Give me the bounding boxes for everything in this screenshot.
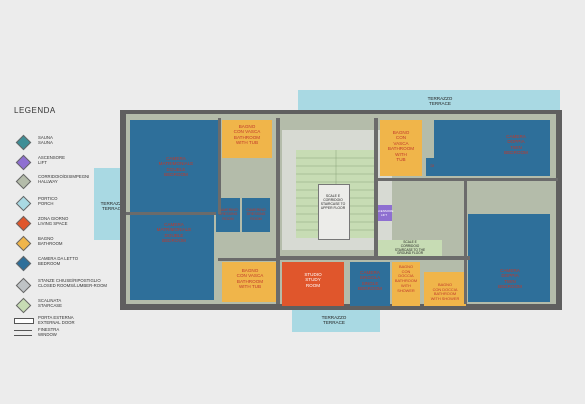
bath-tub-lower-label: BAGNO CON VASCA BATHROOM WITH TUB (236, 268, 264, 290)
study-room (282, 262, 344, 306)
wall-v4 (464, 180, 467, 304)
legend-label-porch: PORTICO PORCH (38, 196, 58, 207)
terrace-top (298, 90, 560, 110)
terrace-bottom-label: TERRAZZO TERRACE (321, 315, 347, 326)
terrace-top-label: TERRAZZO TERRACE (427, 96, 453, 107)
wall-h1 (126, 212, 216, 215)
master-bedroom-upper-label: CAMERA MATRIMONIALE DOUBLE BEDROOM (158, 156, 194, 178)
bath-tub-right-label: BAGNO CON VASCA BATHROOM WITH TUB (387, 130, 415, 163)
wall-v1 (218, 118, 221, 214)
twin-bedroom-upper (434, 120, 550, 176)
legend-label-living: ZONA GIORNO LIVING SPACE (38, 216, 69, 227)
twin-bedroom-lower (468, 214, 550, 302)
wall-v3 (374, 118, 378, 258)
bath-tub-left (222, 120, 272, 158)
bath-tub-lower (222, 262, 278, 302)
legend-label-staircase: SCALINATA STAIRCASE (38, 298, 63, 309)
legend: LEGENDA (14, 106, 114, 127)
terrace-bottom (292, 310, 380, 332)
bath-shower-a-label: BAGNO CON DOCCIA BATHROOM WITH SHOWER (394, 264, 418, 293)
wall-h2 (280, 256, 470, 260)
lift-label: ASCENSORE LIFT (374, 209, 394, 217)
legend-label-sauna: SAUNA SAUNA (38, 135, 53, 146)
stair-note: SCALE E CORRIDOIO STAIRCASE TO UPPER FLO… (320, 194, 346, 210)
lift (376, 205, 392, 221)
bath-shower-b (424, 272, 466, 306)
wall-h4 (218, 258, 278, 261)
twin-bedroom-upper-label: CAMERA DOPPIA TWIN BEDROOM (504, 134, 528, 156)
legend-label-lift: ASCENSORE LIFT (38, 155, 65, 166)
bath-tub-left-label: BAGNO CON VASCA BATHROOM WITH TUB (233, 124, 261, 146)
bath-shower-b-label: BAGNO CON DOCCIA BATHROOM WITH SHOWER (430, 282, 460, 302)
legend-label-closed: STANZE CHIUSE/RIPOSTIGLIO CLOSED ROOMS/L… (38, 278, 107, 289)
legend-label-window: FINESTRA WINDOW (38, 327, 60, 338)
legend-label-door: PORTA ESTERNA EXTERNAL DOOR (38, 315, 75, 326)
master-bedroom-upper (130, 120, 218, 212)
legend-label-bathroom: BAGNO BATHROOM (38, 236, 63, 247)
legend-label-hallway: CORRIDOIO/DISIMPEGNI HALLWAY (38, 174, 90, 185)
dressing-room-mid (242, 198, 270, 232)
dressing-room-left-label: CAMERINO DRESSING ROOM (218, 208, 238, 221)
legend-title: LEGENDA (14, 106, 56, 115)
legend-swatch-door (14, 318, 34, 324)
bath-shower-a (392, 262, 420, 306)
master-bedroom-lower-label: CAMERA MATRIMONIALE DOUBLE BEDROOM (156, 222, 192, 244)
closet-note: SCALE E CORRIDOIO STAIRCASE TO THE GROUN… (394, 240, 426, 256)
terrace-left-label: TERRAZZO TERRACE (100, 201, 126, 212)
wall-h3 (378, 178, 558, 181)
wall-v2 (276, 118, 280, 304)
bath-tub-right (380, 120, 422, 176)
study-room-label: STUDIO STUDY ROOM (304, 272, 322, 288)
single-bedroom (350, 262, 390, 306)
legend-swatch-window (14, 330, 32, 336)
closed-room (378, 240, 442, 258)
stair-well (318, 184, 350, 240)
legend-label-bedroom: CAMERA DA LETTO BEDROOM (38, 256, 79, 267)
twin-bedroom-lower-label: CAMERA DOPPIA TWIN BEDROOM (498, 268, 522, 290)
single-bedroom-label: CAMERA SINGOLA SINGLE BEDROOM (358, 270, 382, 292)
master-bedroom-lower (130, 214, 214, 300)
dressing-room-mid-label: CAMERINO DRESSING ROOM (246, 208, 266, 221)
